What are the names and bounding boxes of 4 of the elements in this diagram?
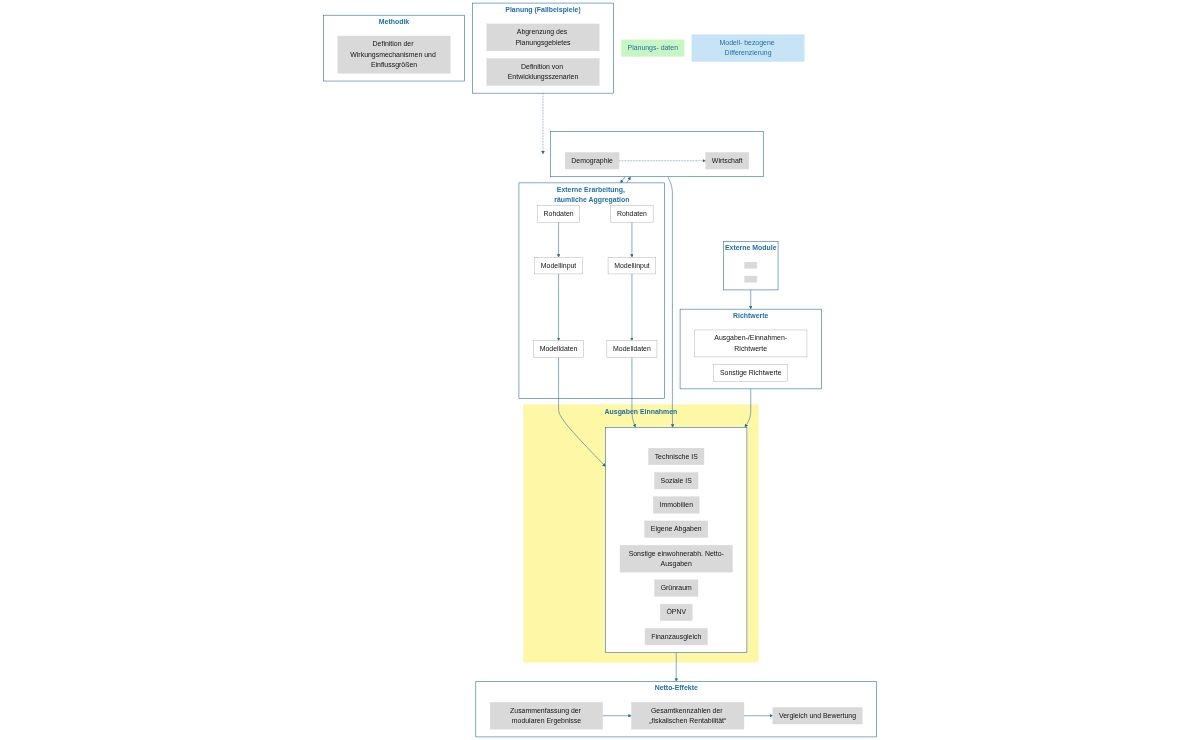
cluster	[550, 131, 764, 177]
cluster	[605, 427, 748, 653]
node-box	[744, 262, 758, 269]
node-box	[744, 275, 758, 283]
